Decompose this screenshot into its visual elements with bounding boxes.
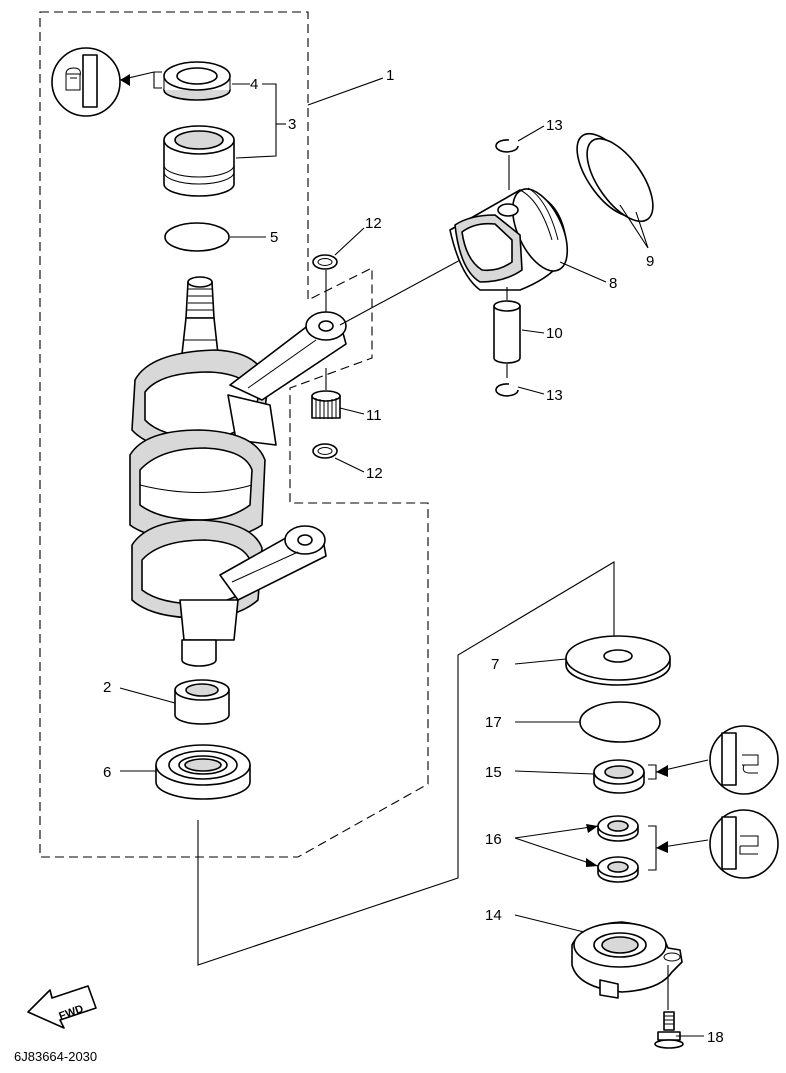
callout-11: 11: [366, 407, 382, 424]
assembly-link-line: [197, 561, 615, 966]
callout-17: 17: [485, 714, 502, 731]
bracket-16: [648, 825, 657, 871]
crankshaft-part-1: [129, 276, 277, 667]
o-ring-part-17: [579, 701, 661, 743]
callout-16: 16: [485, 831, 502, 848]
oil-seal-part-4: [163, 61, 231, 101]
callout-7: 7: [491, 656, 499, 673]
bearing-part-2: [174, 679, 230, 725]
callout-leader-lines: [119, 77, 704, 1037]
o-ring-part-5: [164, 222, 230, 252]
needle-bearing-part-11: [311, 390, 341, 419]
callout-4: 4: [250, 76, 258, 93]
grease-oil-seal-icon: [709, 809, 779, 879]
bearing-housing-part-14: [571, 921, 683, 999]
callout-15: 15: [485, 764, 502, 781]
callout-13-upper: 13: [546, 117, 563, 134]
callout-12-upper: 12: [365, 215, 382, 232]
callout-9: 9: [646, 253, 654, 270]
callout-13-lower: 13: [546, 387, 563, 404]
drawing-code: 6J83664-2030: [14, 1049, 97, 1064]
grease-oil-seal-icon: [51, 47, 121, 117]
washer-part-12-lower: [312, 443, 338, 459]
washer-part-16-upper: [597, 815, 639, 842]
thrust-washer-part-7: [565, 635, 671, 686]
clip-part-13-lower: [495, 383, 519, 397]
callout-18: 18: [707, 1029, 724, 1046]
callout-3: 3: [288, 116, 296, 133]
ball-bearing-part-6: [155, 744, 251, 800]
connecting-rod-upper: [229, 311, 347, 401]
callout-8: 8: [609, 275, 617, 292]
bracket-15: [648, 764, 657, 780]
washer-part-12-upper: [312, 254, 338, 270]
piston-pin-part-10: [493, 300, 521, 364]
callout-2: 2: [103, 679, 111, 696]
clip-part-13-upper: [495, 139, 519, 153]
callout-12-lower: 12: [366, 465, 383, 482]
piston-rings-part-9: [576, 132, 654, 223]
callout-6: 6: [103, 764, 111, 781]
callout-14: 14: [485, 907, 502, 924]
axis-rod-to-piston: [339, 251, 476, 326]
grease-oil-seal-icon: [709, 725, 779, 795]
bolt-part-18: [654, 1011, 684, 1049]
callout-5: 5: [270, 229, 278, 246]
fwd-arrow-icon: FWD: [27, 985, 97, 1029]
oil-seal-part-15: [593, 759, 645, 794]
bearing-housing-part-3: [163, 125, 235, 197]
crankshaft-assembly-boundary: [39, 11, 429, 858]
piston-part-8: [449, 187, 569, 291]
callout-1: 1: [386, 67, 394, 84]
washer-part-16-lower: [597, 856, 639, 883]
connecting-rod-lower: [219, 525, 327, 601]
callout-10: 10: [546, 325, 563, 342]
